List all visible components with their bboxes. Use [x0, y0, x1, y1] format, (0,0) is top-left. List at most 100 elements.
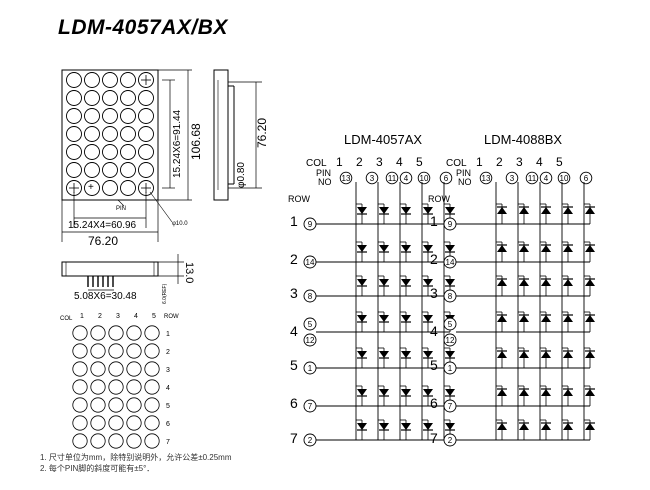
- bottom-body: [61, 261, 159, 277]
- small-led-dot: [126, 325, 142, 341]
- led-dot: [138, 126, 154, 142]
- led-dot: [102, 72, 118, 88]
- small-led-dot: [72, 379, 88, 395]
- col-pin-circle: [505, 171, 519, 185]
- led-diode: [445, 389, 455, 396]
- led-diode: [497, 389, 507, 396]
- row-pin-number: 7: [448, 402, 453, 411]
- col-pin-circle: [439, 171, 453, 185]
- row-pin-number: 9: [448, 220, 453, 229]
- dim-pin-pitch: 5.08X6=30.48: [74, 291, 137, 302]
- small-led-dot: [126, 433, 142, 449]
- col-pin-number: 13: [482, 174, 491, 183]
- row-pin-number: 2: [448, 436, 453, 445]
- led-diode: [379, 389, 389, 396]
- row-pin-number: 2: [308, 436, 313, 445]
- dim-col-span: 15.24X4=60.96: [68, 220, 137, 231]
- row-pin-number: 1: [448, 364, 453, 373]
- led-diode: [585, 389, 595, 396]
- led-diode: [357, 207, 367, 214]
- led-diode: [357, 351, 367, 358]
- led-dot: [84, 90, 100, 106]
- schematic-col-label: COL: [306, 158, 327, 169]
- small-row-number: 7: [166, 439, 170, 446]
- led-dot: [120, 180, 136, 196]
- small-led-dot: [90, 379, 106, 395]
- small-led-dot: [144, 397, 160, 413]
- led-dot: [102, 162, 118, 178]
- schematic-col-number: 4: [536, 155, 543, 169]
- dot-dia-leader: [149, 191, 173, 223]
- led-diode: [519, 245, 529, 252]
- schematic-pin-label: PIN: [456, 168, 471, 178]
- small-led-dot: [126, 415, 142, 431]
- led-dot: [66, 90, 82, 106]
- led-diode: [585, 279, 595, 286]
- row-pin-number: 1: [308, 364, 313, 373]
- led-diode: [497, 423, 507, 430]
- led-diode: [585, 207, 595, 214]
- schematic-row-number: 5: [430, 357, 438, 373]
- led-diode: [445, 279, 455, 286]
- schematic-row-number: 7: [430, 430, 438, 446]
- led-dot: [66, 108, 82, 124]
- small-led-dot: [90, 361, 106, 377]
- led-diode: [423, 279, 433, 286]
- col-pin-number: 6: [444, 174, 449, 183]
- led-dot: [120, 144, 136, 160]
- led-dot: [66, 162, 82, 178]
- led-diode: [519, 315, 529, 322]
- small-row-number: 6: [166, 421, 170, 428]
- led-dot: [102, 180, 118, 196]
- led-diode: [563, 245, 573, 252]
- small-led-dot: [108, 397, 124, 413]
- col-pin-number: 4: [404, 174, 409, 183]
- led-diode: [563, 279, 573, 286]
- schematic-row-number: 7: [290, 430, 298, 446]
- led-diode: [585, 351, 595, 358]
- col-pin-circle: [579, 171, 593, 185]
- led-diode: [541, 389, 551, 396]
- schematic-row-number: 4: [290, 323, 298, 339]
- col-pin-circle: [539, 171, 553, 185]
- led-dot: [84, 72, 100, 88]
- schematic-col-number: 5: [416, 155, 423, 169]
- small-row-number: 2: [166, 349, 170, 356]
- small-led-dot: [108, 343, 124, 359]
- row-pin-circle: [443, 333, 457, 347]
- led-diode: [379, 207, 389, 214]
- small-led-dot: [144, 433, 160, 449]
- col-pin-circle: [385, 171, 399, 185]
- side-body: [213, 69, 229, 201]
- led-diode: [379, 423, 389, 430]
- module-outline: [61, 69, 159, 201]
- led-diode: [423, 423, 433, 430]
- led-diode: [401, 207, 411, 214]
- led-dot: [138, 90, 154, 106]
- col-pin-number: 11: [528, 174, 537, 183]
- led-dot: [102, 144, 118, 160]
- led-diode: [423, 351, 433, 358]
- note-1: 1. 尺寸单位为mm，除特别说明外，允许公差±0.25mm: [40, 453, 232, 462]
- led-diode: [357, 245, 367, 252]
- led-diode: [401, 315, 411, 322]
- page-title: LDM-4057AX/BX: [58, 16, 228, 39]
- dim-pin-offset: 6.0(REF): [162, 283, 168, 304]
- pin-marker-leader: [117, 199, 125, 207]
- small-col-number: 5: [152, 313, 156, 320]
- small-row-number: 1: [166, 331, 170, 338]
- schematic-row-number: 1: [430, 213, 438, 229]
- dim-row-span: 15.24X6=91.44: [172, 109, 183, 178]
- row-pin-number: 12: [306, 336, 315, 345]
- small-led-dot: [90, 343, 106, 359]
- schematic-row-number: 4: [430, 323, 438, 339]
- led-diode: [401, 351, 411, 358]
- led-diode: [563, 315, 573, 322]
- small-row-number: 4: [166, 385, 170, 392]
- pin-marker-label: PIN: [116, 206, 126, 212]
- small-led-dot: [126, 379, 142, 395]
- small-led-dot: [144, 361, 160, 377]
- schematic-row-label: ROW: [428, 194, 451, 204]
- led-dot: [138, 144, 154, 160]
